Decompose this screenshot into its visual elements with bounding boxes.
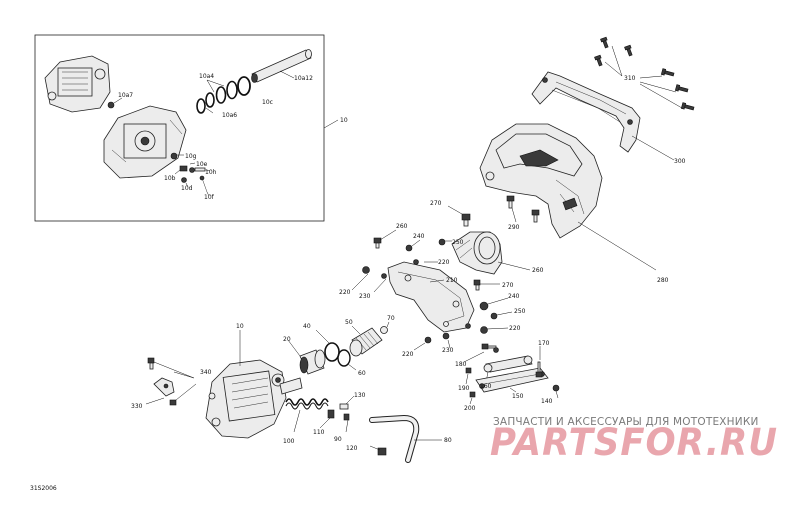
label-10h: 10h	[205, 169, 217, 176]
label-200: 200	[464, 405, 476, 412]
label-240-top: 240	[413, 233, 425, 240]
fasteners-170-180	[463, 343, 560, 405]
label-10e: 10e	[196, 161, 208, 168]
inset-callout-leader	[323, 119, 339, 129]
label-290: 290	[508, 224, 520, 231]
label-10-pump: 10	[236, 323, 244, 330]
label-60: 60	[358, 370, 366, 377]
inset-fasteners	[170, 152, 211, 197]
handle-bar-300	[531, 71, 675, 161]
pump-body-10	[205, 330, 303, 439]
inset-engine-upper	[44, 55, 111, 113]
label-190: 190	[458, 385, 470, 392]
label-180: 180	[455, 361, 467, 368]
bolts-340-330	[145, 357, 197, 406]
clamp-40	[315, 329, 340, 362]
label-10a4: 10a4	[199, 73, 214, 80]
label-160: 160	[480, 383, 492, 390]
label-230-top: 230	[359, 293, 371, 300]
label-330: 330	[131, 403, 143, 410]
ring-60	[337, 349, 357, 371]
sleeve-20	[287, 339, 326, 375]
label-10a12: 10a12	[294, 75, 313, 82]
linkage-160	[483, 355, 533, 383]
label-280: 280	[657, 277, 669, 284]
inset-engine-lower	[103, 105, 187, 179]
label-270-right: 270	[502, 282, 514, 289]
label-20: 20	[283, 336, 291, 343]
inset-o-rings	[196, 76, 251, 114]
label-220-top: 220	[438, 259, 450, 266]
inset-tube-10a12	[251, 49, 312, 83]
housing-280	[479, 123, 657, 271]
diagram-id: 31S2006	[30, 485, 57, 492]
label-220-right: 220	[509, 325, 521, 332]
label-100: 100	[283, 438, 295, 445]
nozzle-260	[451, 231, 531, 275]
label-260-bolt: 260	[396, 223, 408, 230]
label-220-lower: 220	[402, 351, 414, 358]
label-70: 70	[387, 315, 395, 322]
label-230-lower: 230	[442, 347, 454, 354]
label-10g: 10g	[185, 153, 197, 160]
small-parts-left	[351, 229, 452, 293]
label-240-right: 240	[508, 293, 520, 300]
watermark-logo: PARTSFOR.RU	[490, 421, 778, 464]
label-130: 130	[354, 392, 366, 399]
inset-screw-10a7	[107, 97, 123, 109]
label-220-left: 220	[339, 289, 351, 296]
label-90: 90	[334, 436, 342, 443]
seal-70	[380, 321, 390, 334]
label-250-top: 250	[452, 239, 464, 246]
label-150: 150	[512, 393, 524, 400]
label-50: 50	[345, 319, 353, 326]
watermark: ЗАПЧАСТИ И АКСЕССУАРЫ ДЛЯ МОТОТЕХНИКИ PA…	[490, 416, 778, 464]
label-10c: 10c	[262, 99, 273, 106]
label-10-callout: 10	[340, 117, 348, 124]
inset-box	[34, 34, 325, 222]
bolt-270-top	[447, 205, 471, 227]
spring-100	[285, 398, 329, 433]
watermark-tagline: ЗАПЧАСТИ И АКСЕССУАРЫ ДЛЯ МОТОТЕХНИКИ	[493, 416, 759, 428]
label-260-nozzle: 260	[532, 267, 544, 274]
label-10f: 10f	[204, 194, 215, 201]
label-40: 40	[303, 323, 311, 330]
hose-80	[369, 414, 442, 463]
bolt-290	[506, 195, 540, 223]
label-270-top: 270	[430, 200, 442, 207]
small-parts-110-130	[319, 395, 387, 456]
bracket-210	[387, 261, 475, 333]
label-10b: 10b	[164, 175, 176, 182]
label-110: 110	[313, 429, 325, 436]
label-250-right: 250	[514, 308, 526, 315]
label-210: 210	[446, 277, 458, 284]
small-parts-right	[413, 279, 513, 351]
label-310: 310	[624, 75, 636, 82]
label-140: 140	[541, 398, 553, 405]
label-80: 80	[444, 437, 452, 444]
part-labels: 10a7 10a4 10a6 10c 10a12 10g 10e 10h 10b…	[30, 73, 686, 492]
label-300: 300	[674, 158, 686, 165]
label-10a7: 10a7	[118, 92, 133, 99]
label-10d: 10d	[181, 185, 193, 192]
label-340: 340	[200, 369, 212, 376]
label-10a6: 10a6	[222, 112, 237, 119]
label-170: 170	[538, 340, 550, 347]
label-120: 120	[346, 445, 358, 452]
screws-310	[594, 36, 695, 111]
boot-50	[349, 325, 383, 357]
